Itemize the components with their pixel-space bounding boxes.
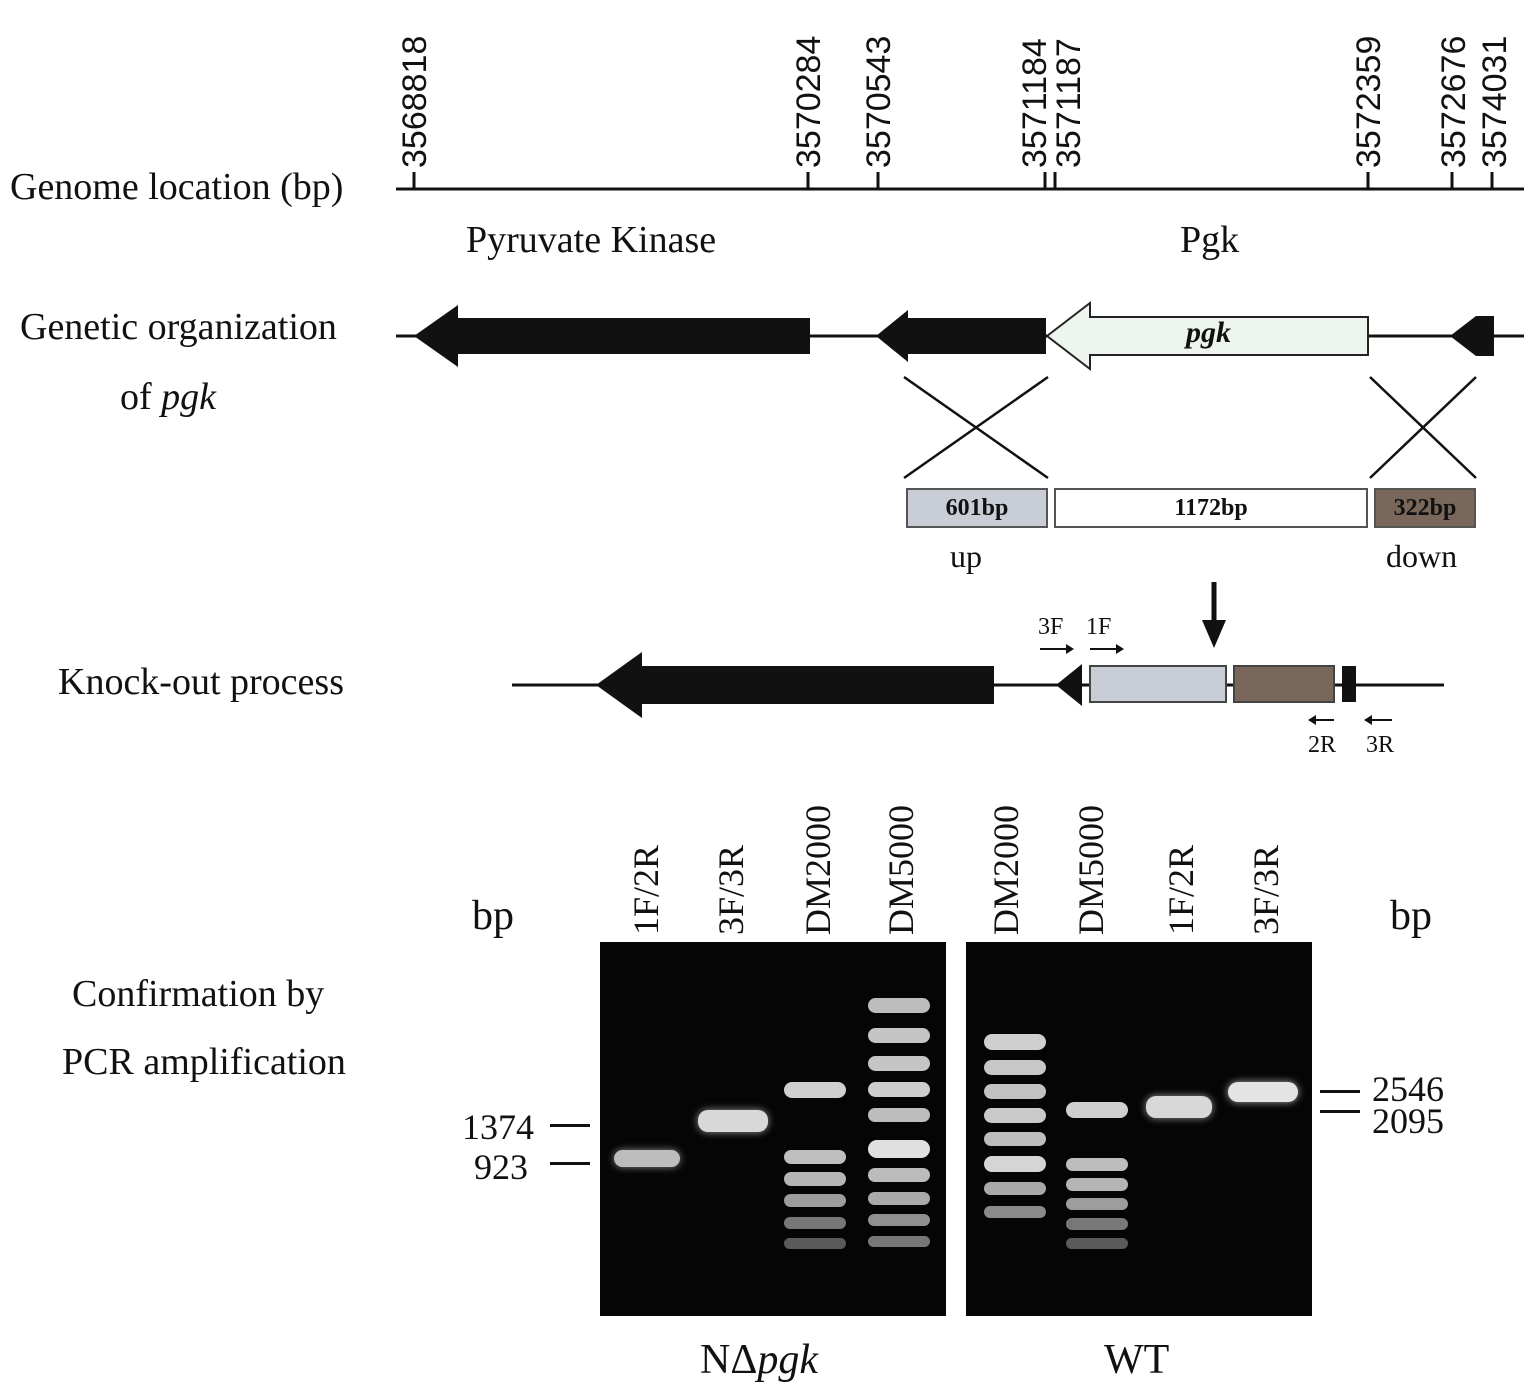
gel-left [600, 942, 946, 1316]
gel-band [1228, 1082, 1298, 1102]
ladder-band [984, 1132, 1046, 1146]
arrow-head [1116, 644, 1124, 654]
genetic-organization-label: Genetic organization [20, 306, 337, 348]
ladder-band [984, 1156, 1046, 1172]
knockout-end-block [1342, 666, 1356, 702]
size-label-2095: 2095 [1372, 1101, 1444, 1141]
ladder-dm2000 [782, 942, 852, 1316]
gel-right [966, 942, 1312, 1316]
process-arrow-head [1202, 620, 1226, 648]
crossover-line [1369, 376, 1477, 479]
ladder-dm5000 [864, 942, 936, 1316]
lane-label: 3F/3R [1246, 844, 1286, 935]
arrow-head [1308, 715, 1316, 725]
ladder-band [868, 1082, 930, 1097]
knockout-small-arrow [1056, 664, 1082, 706]
ladder-band [1066, 1238, 1128, 1249]
size-marker-line [1320, 1090, 1360, 1093]
bp-label-right: bp [1390, 893, 1432, 939]
pgk-arrow [1045, 300, 1369, 372]
ladder-band [984, 1060, 1046, 1075]
size-label-923: 923 [474, 1147, 528, 1187]
ladder-dm5000 [1064, 942, 1136, 1316]
confirmation-label-1: Confirmation by [72, 973, 325, 1015]
up-fragment-box: 601bp [906, 488, 1048, 528]
lane-label: 1F/2R [1161, 844, 1201, 935]
down-label: down [1386, 538, 1458, 574]
knockout-up-box [1089, 665, 1227, 703]
size-marker-line [1320, 1110, 1360, 1113]
ladder-band [984, 1034, 1046, 1050]
confirmation-label-2: PCR amplification [62, 1041, 346, 1083]
pgk-gene-italic: pgk [161, 376, 217, 418]
ladder-band [784, 1217, 846, 1229]
lane-label: DM2000 [986, 804, 1026, 935]
lane-label: DM5000 [1071, 804, 1111, 935]
ladder-band [868, 998, 930, 1013]
downstream-gene-arrow [1450, 316, 1494, 356]
pgk-protein-label: Pgk [1180, 219, 1240, 261]
ladder-band [784, 1238, 846, 1249]
ladder-band [868, 1168, 930, 1182]
pyruvate-kinase-arrow [414, 305, 810, 367]
ladder-band [984, 1108, 1046, 1123]
gel-band [1146, 1096, 1212, 1118]
pyruvate-kinase-label: Pyruvate Kinase [466, 219, 717, 261]
ladder-band [1066, 1158, 1128, 1171]
crossover-line [903, 375, 1049, 480]
ladder-band [784, 1194, 846, 1207]
arrow-head [1364, 715, 1372, 725]
size-label-1374: 1374 [462, 1107, 534, 1147]
genetic-organization-label-2: of pgk [120, 375, 216, 419]
ladder-band [1066, 1178, 1128, 1191]
ladder-band [1066, 1102, 1128, 1118]
ladder-band [784, 1172, 846, 1186]
ladder-band [1066, 1218, 1128, 1230]
ladder-band [984, 1084, 1046, 1099]
upstream-gene-arrow [876, 310, 1046, 362]
ladder-band [868, 1056, 930, 1071]
primer-1f-label: 1F [1086, 614, 1112, 640]
strain-label-wt: WT [1104, 1337, 1170, 1383]
strain-gene: pgk [757, 1337, 818, 1383]
knockout-process-label: Knock-out process [58, 661, 344, 703]
size-marker-line [550, 1162, 590, 1165]
bp-label-left: bp [472, 893, 514, 939]
gel-band [698, 1110, 768, 1132]
of-text: of [120, 376, 162, 418]
ladder-dm2000 [982, 942, 1054, 1316]
gel-band [614, 1150, 680, 1167]
lane-label: 3F/3R [711, 844, 751, 935]
ladder-band [868, 1028, 930, 1043]
genome-location-label: Genome location (bp) [10, 166, 344, 208]
primer-3r-label: 3R [1366, 732, 1395, 758]
size-label-2546: 2546 [1372, 1069, 1444, 1109]
ladder-band [1066, 1198, 1128, 1210]
primer-3f-label: 3F [1038, 614, 1064, 640]
ladder-band [784, 1082, 846, 1098]
lane-label: 1F/2R [626, 844, 666, 935]
ladder-band [868, 1108, 930, 1122]
ladder-band [868, 1192, 930, 1205]
gene-diagram [396, 172, 1524, 725]
ladder-band [868, 1236, 930, 1247]
up-label: up [950, 538, 982, 574]
down-fragment-box: 322bp [1374, 488, 1476, 528]
knockout-down-box [1233, 665, 1335, 703]
ladder-band [784, 1150, 846, 1164]
size-marker-line [550, 1124, 590, 1127]
ladder-band [984, 1182, 1046, 1195]
lane-label: DM5000 [881, 804, 921, 935]
ladder-band [868, 1140, 930, 1158]
strain-label-mutant: NΔpgk [700, 1336, 818, 1384]
pgk-arrow-label: pgk [1186, 316, 1231, 349]
arrow-head [1066, 644, 1074, 654]
ladder-band [868, 1214, 930, 1226]
knockout-pk-arrow [596, 652, 994, 718]
ladder-band [984, 1206, 1046, 1218]
strain-prefix: NΔ [700, 1337, 758, 1383]
middle-fragment-box: 1172bp [1054, 488, 1368, 528]
primer-2r-label: 2R [1308, 732, 1337, 758]
lane-label: DM2000 [798, 804, 838, 935]
